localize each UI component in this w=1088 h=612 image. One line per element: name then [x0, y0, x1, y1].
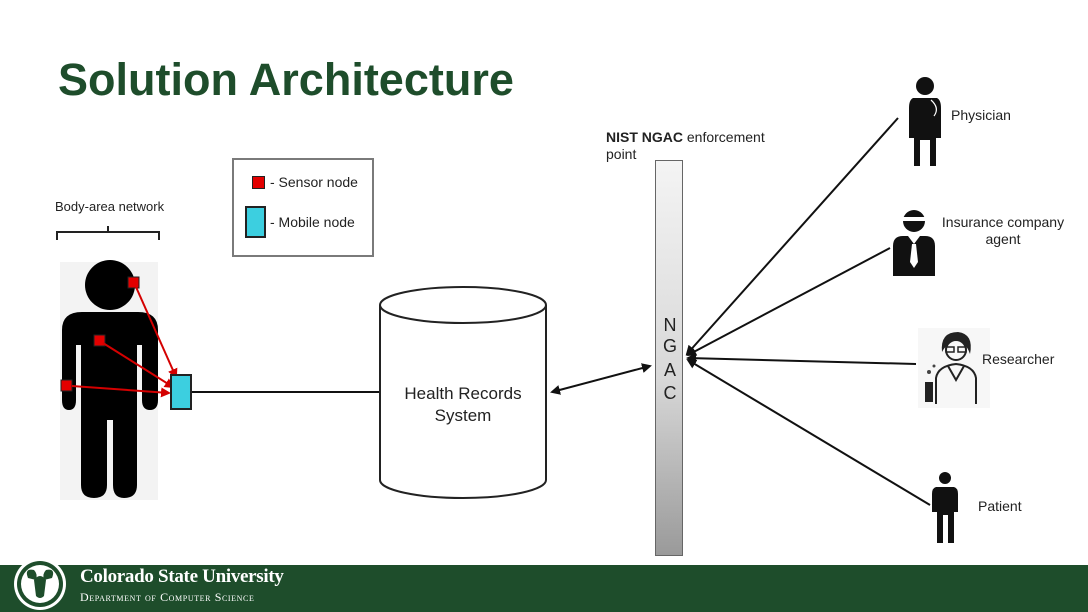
legend-mobile-label: - Mobile node — [270, 214, 355, 230]
footer-university-name: Colorado State University — [80, 566, 284, 587]
footer-bar — [0, 565, 1088, 612]
ngac-letter-n: N — [663, 315, 677, 335]
database-label-line2: System — [434, 406, 492, 425]
sensor-arrow-head — [135, 286, 178, 379]
ngac-letter-c: C — [663, 383, 677, 403]
sensor-node-chest — [93, 334, 106, 347]
enforcement-label-rest: enforcement — [683, 129, 765, 145]
insurance-label-line2: agent — [985, 231, 1021, 247]
health-records-database — [379, 286, 547, 499]
body-area-label: Body-area network — [55, 199, 165, 214]
insurance-agent-icon — [893, 210, 935, 276]
sensor-arrow-chest — [102, 342, 175, 389]
sensor-node-hip — [60, 379, 73, 392]
legend-mobile-swatch — [245, 206, 266, 238]
ngac-enforcement-bar — [655, 160, 683, 556]
ngac-letter-g: G — [662, 336, 677, 356]
insurance-ngac-line — [686, 247, 891, 356]
patient-label: Patient — [978, 498, 1022, 514]
insurance-label-line1: Insurance company — [941, 214, 1065, 230]
slide-title: Solution Architecture — [58, 54, 514, 105]
ngac-letter-a: A — [663, 360, 676, 380]
enforcement-label-line2: point — [606, 146, 637, 162]
body-area-bracket — [56, 226, 160, 240]
researcher-icon — [918, 328, 990, 408]
sensor-arrow-hip — [71, 385, 171, 398]
physician-icon — [909, 77, 941, 166]
sensor-node-head — [127, 276, 140, 289]
enforcement-label-bold: NIST NGAC — [606, 129, 683, 145]
database-label-line1: Health Records — [404, 384, 522, 403]
patient-icon — [932, 472, 958, 543]
database-ngac-arrow — [550, 363, 652, 395]
researcher-label: Researcher — [982, 351, 1055, 367]
patient-ngac-line — [686, 358, 931, 506]
physician-label: Physician — [951, 107, 1011, 123]
enforcement-label: NIST NGAC enforcement — [606, 129, 765, 146]
footer-department-name: Department of Computer Science — [80, 590, 255, 604]
legend-sensor-label: - Sensor node — [270, 174, 358, 190]
mobile-node — [170, 374, 192, 410]
researcher-ngac-line — [686, 353, 917, 365]
physician-ngac-line — [685, 117, 899, 356]
person-silhouette-icon — [60, 260, 158, 500]
legend-box — [232, 158, 374, 257]
legend-sensor-swatch — [252, 176, 265, 189]
